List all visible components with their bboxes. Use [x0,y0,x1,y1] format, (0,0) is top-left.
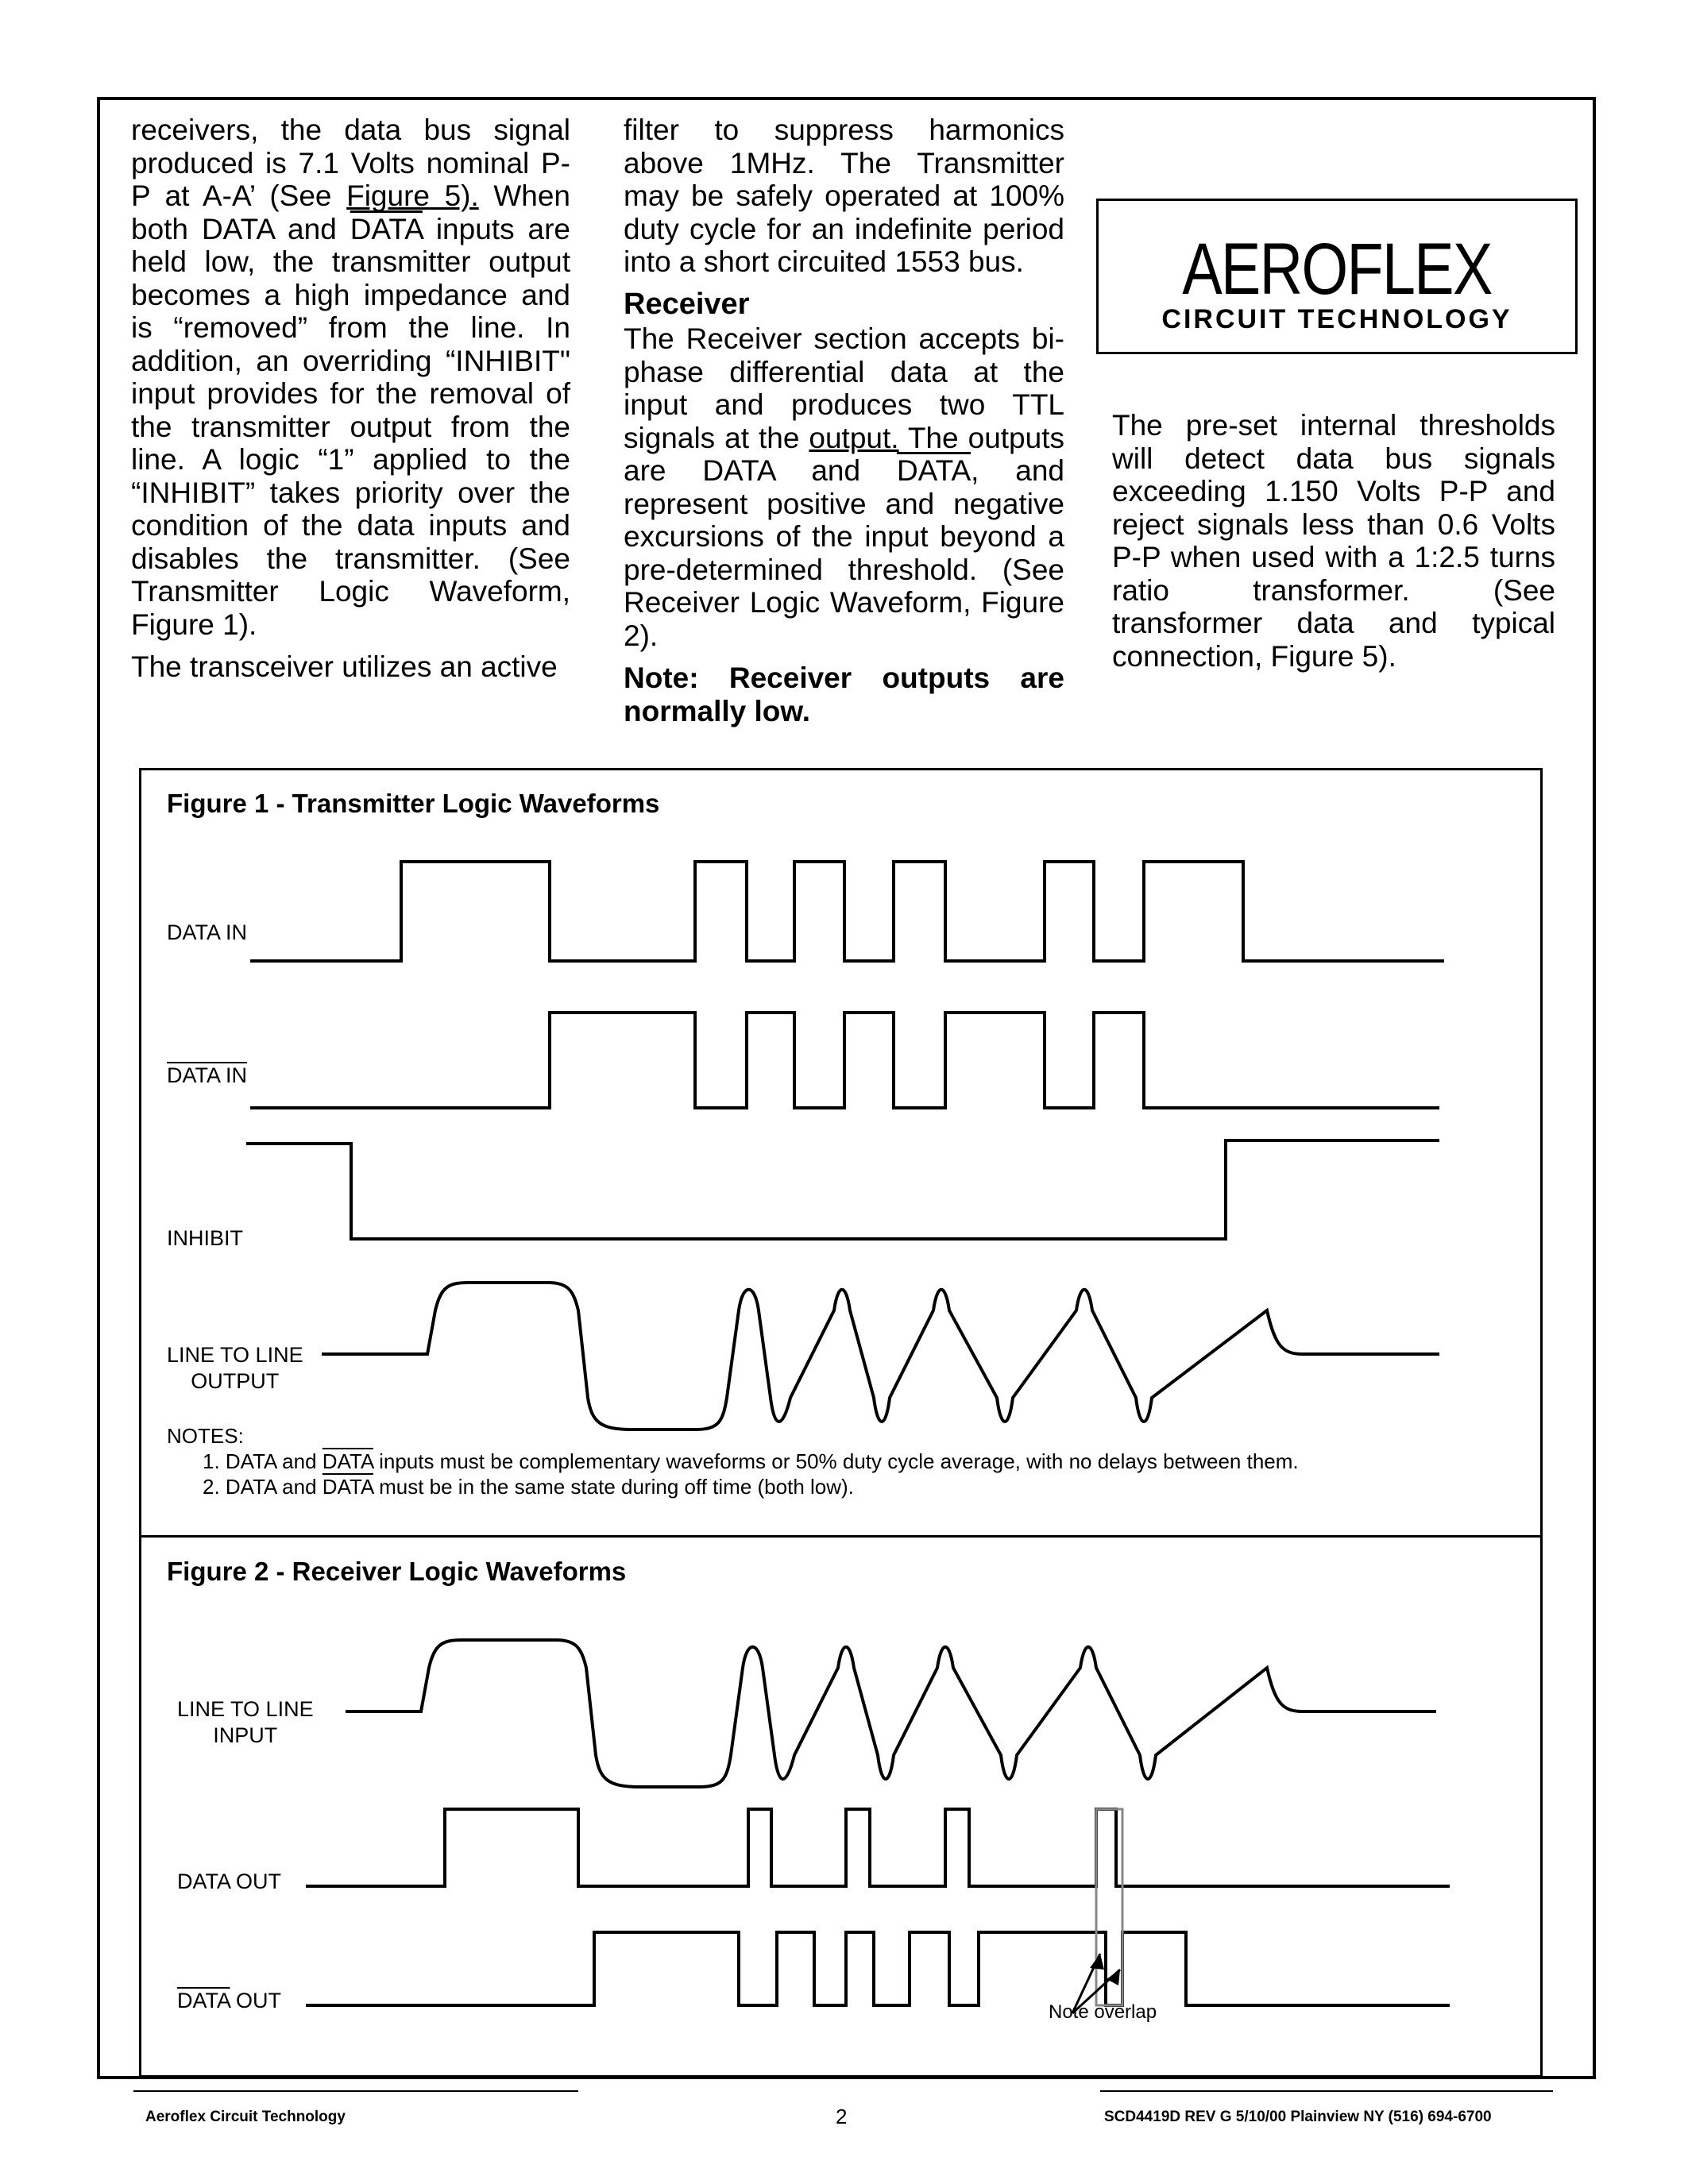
column3-paragraph-1: The pre-set internal thresholds will det… [1112,409,1555,673]
label-data-out-bar: DATA OUT [177,1989,282,2012]
note-2: 2. DATA and DATA must be in the same sta… [203,1475,854,1499]
text-column-1: receivers, the data bus signal produced … [131,114,570,693]
label-data-in-bar: DATA IN [167,1063,248,1087]
column1-paragraph-1: receivers, the data bus signal produced … [131,114,570,641]
figure-divider [141,1535,1540,1538]
text-column-3: The pre-set internal thresholds will det… [1112,409,1555,682]
waveform-data-out-bar [306,1931,1450,2007]
footer-company: Aeroflex Circuit Technology [145,2109,346,2125]
label-line-to-line-output: LINE TO LINE OUTPUT [167,1343,303,1393]
label-data-in: DATA IN [167,920,248,944]
figure1-title: Figure 1 - Transmitter Logic Waveforms [167,789,660,818]
overlap-highlight [1095,1808,1124,2007]
output-underlined: output. [809,421,899,454]
figure-5-reference: Figure 5). [346,179,479,212]
page-frame [97,97,1596,2079]
arrowhead [1090,1954,1120,1985]
footer-doc-id: SCD4419D REV G 5/10/00 Plainview NY (516… [1104,2109,1492,2125]
waveform-line-to-line-input [346,1638,1436,1788]
note-1: 1. DATA and DATA inputs must be compleme… [203,1449,1299,1473]
waveform-data-in [250,860,1444,963]
waveform-data-in-bar [250,1011,1439,1109]
aeroflex-logo-box: AEROFLEX CIRCUIT TECHNOLOGY [1096,199,1578,354]
data-bar-text: DATA [350,212,423,245]
data-bar-text: DATA [896,454,971,487]
label-inhibit: INHIBIT [167,1226,244,1250]
figures-box: Figure 1 - Transmitter Logic Waveforms D… [139,768,1543,2078]
footer-page-number: 2 [836,2105,848,2128]
figure1-notes: NOTES: 1. DATA and DATA inputs must be c… [167,1423,1299,1499]
aeroflex-logo: AEROFLEX [1182,229,1493,310]
waveform-line-to-line-output [322,1281,1439,1431]
footer-rule-right [1100,2090,1553,2092]
footer-rule-left [133,2090,578,2092]
column2-paragraph-1: filter to suppress harmonics above 1MHz.… [624,114,1064,278]
label-data-out: DATA OUT [177,1870,282,1893]
waveform-data-out [306,1808,1450,1888]
label-line-to-line-input: LINE TO LINE INPUT [177,1697,314,1747]
column1-paragraph-2: The transceiver utilizes an active [131,650,558,683]
text-column-2: filter to suppress harmonics above 1MHz.… [624,114,1064,737]
receiver-heading: Receiver [624,287,750,321]
receiver-note: Note: Receiver outputs are normally low. [624,662,1064,727]
waveform-inhibit [246,1139,1439,1241]
logo-subtitle: CIRCUIT TECHNOLOGY [1161,304,1512,334]
notes-title: NOTES: [167,1424,244,1448]
figure2-title: Figure 2 - Receiver Logic Waveforms [167,1557,627,1586]
column2-paragraph-2: The Receiver section accepts bi-phase di… [624,322,1064,652]
